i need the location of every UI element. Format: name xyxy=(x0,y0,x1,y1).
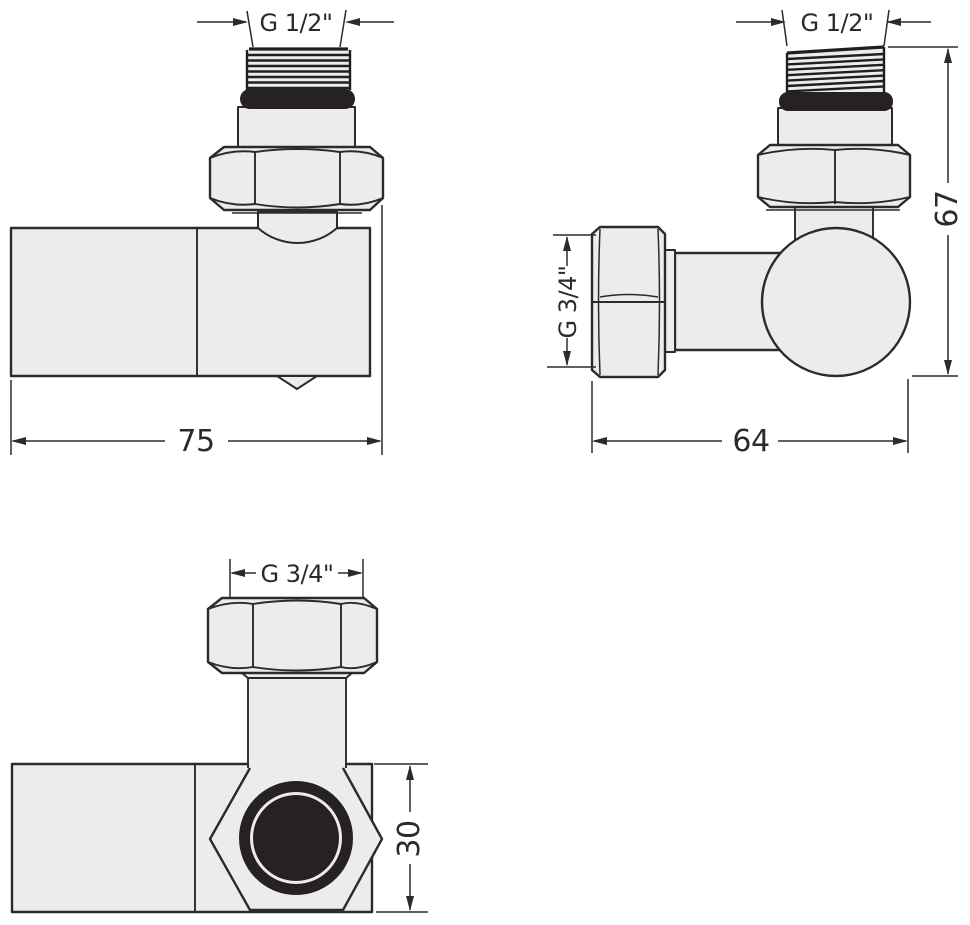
dim-side-thread: G 1/2" xyxy=(736,9,931,47)
arrowhead xyxy=(771,18,786,26)
thread-ridge xyxy=(786,58,885,66)
thread-ridge xyxy=(786,69,885,77)
arrowhead xyxy=(345,18,360,26)
bottom-view: G 3/4" 30 xyxy=(10,559,428,914)
extension-line xyxy=(883,9,890,47)
arrowhead xyxy=(592,437,607,445)
nut-body-step xyxy=(664,249,676,353)
hex-chamfer-bottom xyxy=(209,197,384,209)
hex-chamfer-top xyxy=(207,599,378,610)
hex-nut xyxy=(208,145,385,214)
arrowhead xyxy=(944,360,952,375)
thread-ridge xyxy=(786,79,885,88)
drain-tip xyxy=(276,375,318,390)
dim-front-thread: G 1/2" xyxy=(197,9,394,48)
hex-nut-silhouette xyxy=(206,596,379,675)
dim-side-union-nut-label: G 3/4" xyxy=(554,266,582,339)
thread-stem-side xyxy=(785,45,886,97)
hex-nut-silhouette xyxy=(208,145,385,212)
thread-ridge xyxy=(786,63,885,71)
thread-ridge xyxy=(786,52,885,61)
arrowhead xyxy=(233,18,248,26)
front-view: G 1/2" 75 xyxy=(9,9,394,459)
thread-ridge xyxy=(786,85,885,93)
dim-bottom-union-nut-label: G 3/4" xyxy=(261,560,334,588)
dim-side-thread-label: G 1/2" xyxy=(801,9,874,37)
arrowhead xyxy=(406,765,414,780)
o-ring-seal xyxy=(240,89,355,109)
arrowhead xyxy=(11,437,26,445)
arrowhead xyxy=(348,569,363,577)
dim-front-thread-label: G 1/2" xyxy=(260,9,333,37)
o-ring-seal-side xyxy=(779,92,893,111)
arrowhead xyxy=(944,48,952,63)
nut-facet-arc xyxy=(599,293,659,298)
thread-stem xyxy=(245,47,352,92)
valve-body xyxy=(9,226,372,378)
hex-chamfer-bottom xyxy=(207,661,378,672)
hex-nut-silhouette xyxy=(756,143,912,209)
dim-side-width: 64 xyxy=(591,379,909,459)
union-nut-side xyxy=(590,225,667,379)
hex-nut-side xyxy=(756,143,912,211)
arrowhead xyxy=(406,896,414,911)
dim-bottom-union-nut: G 3/4" xyxy=(229,559,364,599)
dim-bottom-height: 30 xyxy=(374,763,428,913)
thread-ridge xyxy=(786,74,885,82)
dim-side-height-label: 67 xyxy=(930,190,965,227)
hex-boss-outline xyxy=(208,767,384,912)
dim-front-width: 75 xyxy=(10,205,383,459)
extension-line xyxy=(339,9,347,48)
arrowhead xyxy=(230,569,245,577)
dim-bottom-height-label: 30 xyxy=(392,820,427,857)
stem-fill xyxy=(249,673,345,767)
dim-side-height: 67 xyxy=(888,46,965,377)
hex-boss xyxy=(208,767,384,912)
valve-ball-body xyxy=(760,226,912,378)
dim-side-width-label: 64 xyxy=(732,424,769,459)
union-collar-side xyxy=(777,107,893,146)
extension-line xyxy=(781,9,788,47)
dim-front-width-label: 75 xyxy=(177,424,214,459)
hex-chamfer-top xyxy=(209,148,384,159)
seal-ring xyxy=(239,781,353,895)
hex-chamfer-bottom xyxy=(757,196,911,205)
arrowhead xyxy=(563,236,571,251)
arrowhead xyxy=(886,18,901,26)
seal-bore xyxy=(253,795,339,881)
union-collar xyxy=(237,106,356,148)
connector-stem-bottom xyxy=(241,672,353,768)
arrowhead xyxy=(563,351,571,366)
extension-line xyxy=(246,10,254,48)
thread-ridge xyxy=(786,45,885,55)
dim-side-union-nut: G 3/4" xyxy=(547,234,596,368)
arrowhead xyxy=(893,437,908,445)
arrowhead xyxy=(367,437,382,445)
side-view: G 1/2" G 3/4" 64 xyxy=(547,9,965,459)
hex-nut-bottom xyxy=(206,596,379,675)
hex-chamfer-top xyxy=(757,147,911,156)
outlet-cone xyxy=(257,211,338,245)
